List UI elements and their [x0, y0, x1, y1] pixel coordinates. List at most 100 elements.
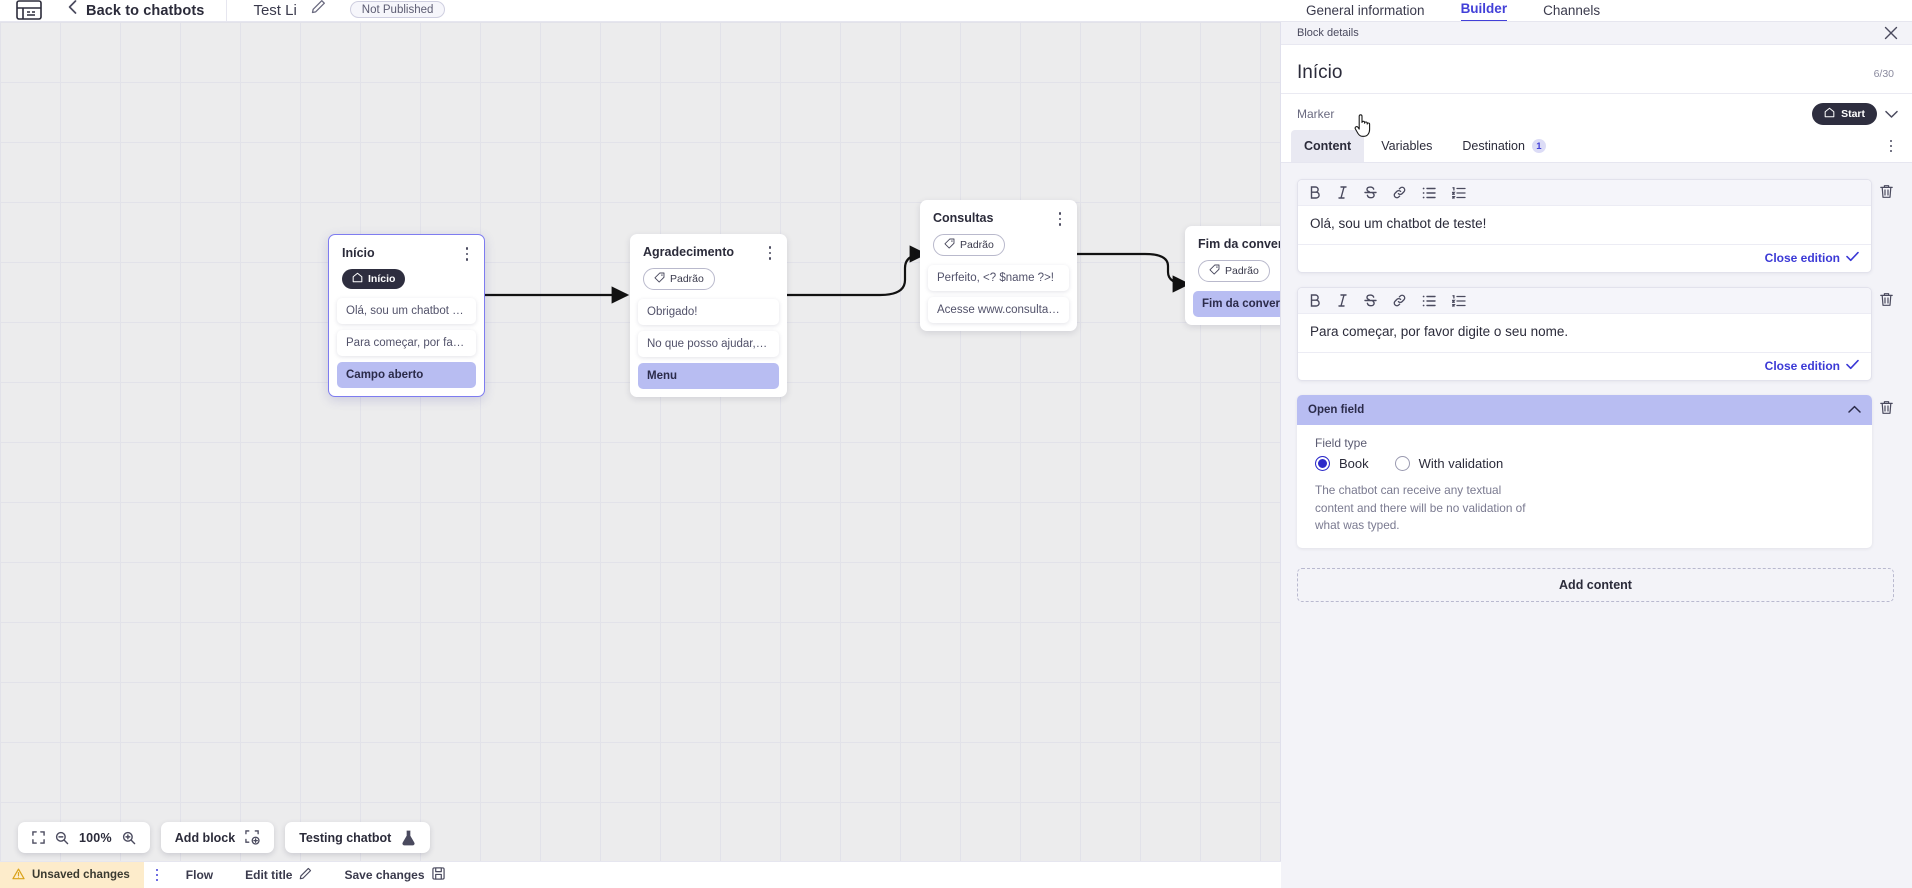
tab-variables-label: Variables	[1381, 139, 1433, 153]
node-item[interactable]: Campo aberto	[337, 362, 476, 388]
node-item[interactable]: Menu	[638, 363, 779, 389]
panel-content-scroll[interactable]: Olá, sou um chatbot de teste! Close edit…	[1281, 163, 1912, 888]
tag-icon	[654, 272, 665, 286]
pencil-icon[interactable]	[311, 0, 326, 19]
chevron-up-icon[interactable]	[1848, 401, 1861, 419]
page-title: Início	[1297, 62, 1343, 83]
zoom-level-value: 100%	[79, 830, 112, 845]
radio-book[interactable]: Book	[1315, 456, 1369, 472]
marker-label: Marker	[1297, 107, 1335, 121]
save-changes-label: Save changes	[344, 868, 425, 882]
node-item[interactable]: Para começar, por favor digite o ...	[337, 330, 476, 356]
zoom-in-icon[interactable]	[122, 831, 136, 845]
top-bar: Back to chatbots Test Li Not Published G…	[0, 0, 1912, 22]
zoom-controls[interactable]: 100%	[18, 822, 150, 853]
add-block-label: Add block	[174, 830, 236, 845]
panel-header-strip: Block details	[1281, 22, 1912, 45]
node-menu-icon[interactable]	[460, 245, 474, 263]
node-chip-label: Padrão	[960, 239, 994, 251]
trash-icon[interactable]	[1879, 395, 1894, 415]
open-field-card: Open field Field type Book	[1297, 395, 1872, 548]
edit-title-button[interactable]: Edit title	[229, 862, 328, 888]
node-chip-label: Início	[368, 273, 396, 285]
radio-with-validation[interactable]: With validation	[1394, 456, 1504, 472]
bold-icon[interactable]	[1309, 294, 1321, 307]
node-chip-default: Padrão	[643, 268, 715, 290]
open-field-block: Open field Field type Book	[1297, 395, 1894, 548]
bullet-list-icon[interactable]	[1422, 187, 1436, 199]
node-item[interactable]: No que posso ajudar, <? $name ...	[638, 331, 779, 357]
bold-icon[interactable]	[1309, 186, 1321, 199]
trash-icon[interactable]	[1879, 287, 1894, 307]
back-to-chatbots-button[interactable]: Back to chatbots	[58, 0, 226, 21]
char-counter: 6/30	[1873, 68, 1894, 80]
tag-icon	[1209, 264, 1220, 278]
flow-node-consultas[interactable]: Consultas Padrão Perfeito, <? $name ?>! …	[920, 200, 1077, 331]
save-changes-button[interactable]: Save changes	[328, 862, 460, 888]
marker-select[interactable]: Start	[1812, 103, 1898, 125]
flow-canvas[interactable]: Início Início Olá, sou um chatbot de tes…	[0, 22, 1281, 888]
add-content-button[interactable]: Add content	[1297, 567, 1894, 602]
tab-content-label: Content	[1304, 139, 1352, 153]
topbar-divider	[226, 0, 228, 21]
home-icon	[1824, 107, 1835, 121]
strikethrough-icon[interactable]	[1364, 186, 1377, 199]
connector-wires	[485, 245, 1191, 304]
close-edition-button[interactable]: Close edition	[1765, 251, 1859, 265]
node-chip-label: Padrão	[670, 273, 704, 285]
flow-node-inicio[interactable]: Início Início Olá, sou um chatbot de tes…	[328, 234, 485, 397]
zoom-out-icon[interactable]	[55, 831, 69, 845]
tab-content[interactable]: Content	[1291, 130, 1365, 162]
flow-node-agradecimento[interactable]: Agradecimento Padrão Obrigado! No que po…	[630, 234, 787, 397]
node-item[interactable]: Fim da conversa	[1193, 291, 1281, 317]
tab-channels[interactable]: Channels	[1543, 3, 1601, 18]
node-chip-default: Padrão	[933, 234, 1005, 256]
testing-chatbot-button[interactable]: Testing chatbot	[285, 822, 431, 853]
kebab-menu-icon[interactable]	[144, 862, 170, 888]
marker-pill: Start	[1812, 103, 1877, 125]
tab-general-information[interactable]: General information	[1306, 3, 1425, 18]
node-item[interactable]: Acesse www.consultas.com par...	[928, 297, 1069, 323]
rich-text-editor[interactable]: Para começar, por favor digite o seu nom…	[1297, 287, 1872, 382]
flow-button[interactable]: Flow	[170, 862, 229, 888]
editor-text[interactable]: Olá, sou um chatbot de teste!	[1310, 216, 1487, 231]
tab-destination[interactable]: Destination 1	[1449, 130, 1559, 162]
bullet-list-icon[interactable]	[1422, 295, 1436, 307]
editor-toolbar	[1298, 288, 1871, 315]
italic-icon[interactable]	[1337, 186, 1348, 199]
node-item[interactable]: Perfeito, <? $name ?>!	[928, 265, 1069, 291]
link-icon[interactable]	[1393, 186, 1406, 199]
trash-icon[interactable]	[1879, 179, 1894, 199]
unsaved-changes-badge: Unsaved changes	[0, 861, 144, 888]
strikethrough-icon[interactable]	[1364, 294, 1377, 307]
node-title: Agradecimento	[643, 245, 734, 259]
numbered-list-icon[interactable]	[1452, 294, 1466, 307]
add-block-button[interactable]: Add block	[160, 822, 275, 853]
node-item[interactable]: Olá, sou um chatbot de teste!	[337, 298, 476, 324]
node-menu-icon[interactable]	[763, 244, 777, 262]
chatbot-title: Test Li	[253, 2, 297, 19]
tab-variables[interactable]: Variables	[1368, 130, 1445, 162]
chatbot-logo-icon[interactable]	[0, 0, 58, 21]
editor-text[interactable]: Para começar, por favor digite o seu nom…	[1310, 324, 1569, 340]
numbered-list-icon[interactable]	[1452, 186, 1466, 199]
close-edition-button[interactable]: Close edition	[1765, 359, 1859, 373]
open-field-header[interactable]: Open field	[1297, 395, 1872, 426]
rich-text-editor[interactable]: Olá, sou um chatbot de teste! Close edit…	[1297, 179, 1872, 274]
italic-icon[interactable]	[1337, 294, 1348, 307]
panel-kebab-menu-icon[interactable]	[1880, 133, 1902, 159]
tab-destination-badge: 1	[1531, 139, 1546, 153]
radio-with-validation-label: With validation	[1418, 456, 1504, 472]
fit-screen-icon[interactable]	[32, 831, 45, 844]
block-details-panel: Block details Início 6/30 Marker Start	[1280, 22, 1912, 888]
flow-node-fim-da-conversa[interactable]: Fim da conversa Padrão Fim da conversa	[1185, 226, 1281, 325]
content-editor-block: Olá, sou um chatbot de teste! Close edit…	[1297, 179, 1894, 274]
close-edition-label: Close edition	[1764, 359, 1840, 374]
check-icon	[1846, 251, 1859, 265]
link-icon[interactable]	[1393, 294, 1406, 307]
close-icon[interactable]	[1884, 26, 1898, 40]
tab-builder[interactable]: Builder	[1460, 1, 1508, 21]
chevron-down-icon[interactable]	[1885, 110, 1898, 119]
node-item[interactable]: Obrigado!	[638, 299, 779, 325]
node-menu-icon[interactable]	[1053, 210, 1067, 228]
